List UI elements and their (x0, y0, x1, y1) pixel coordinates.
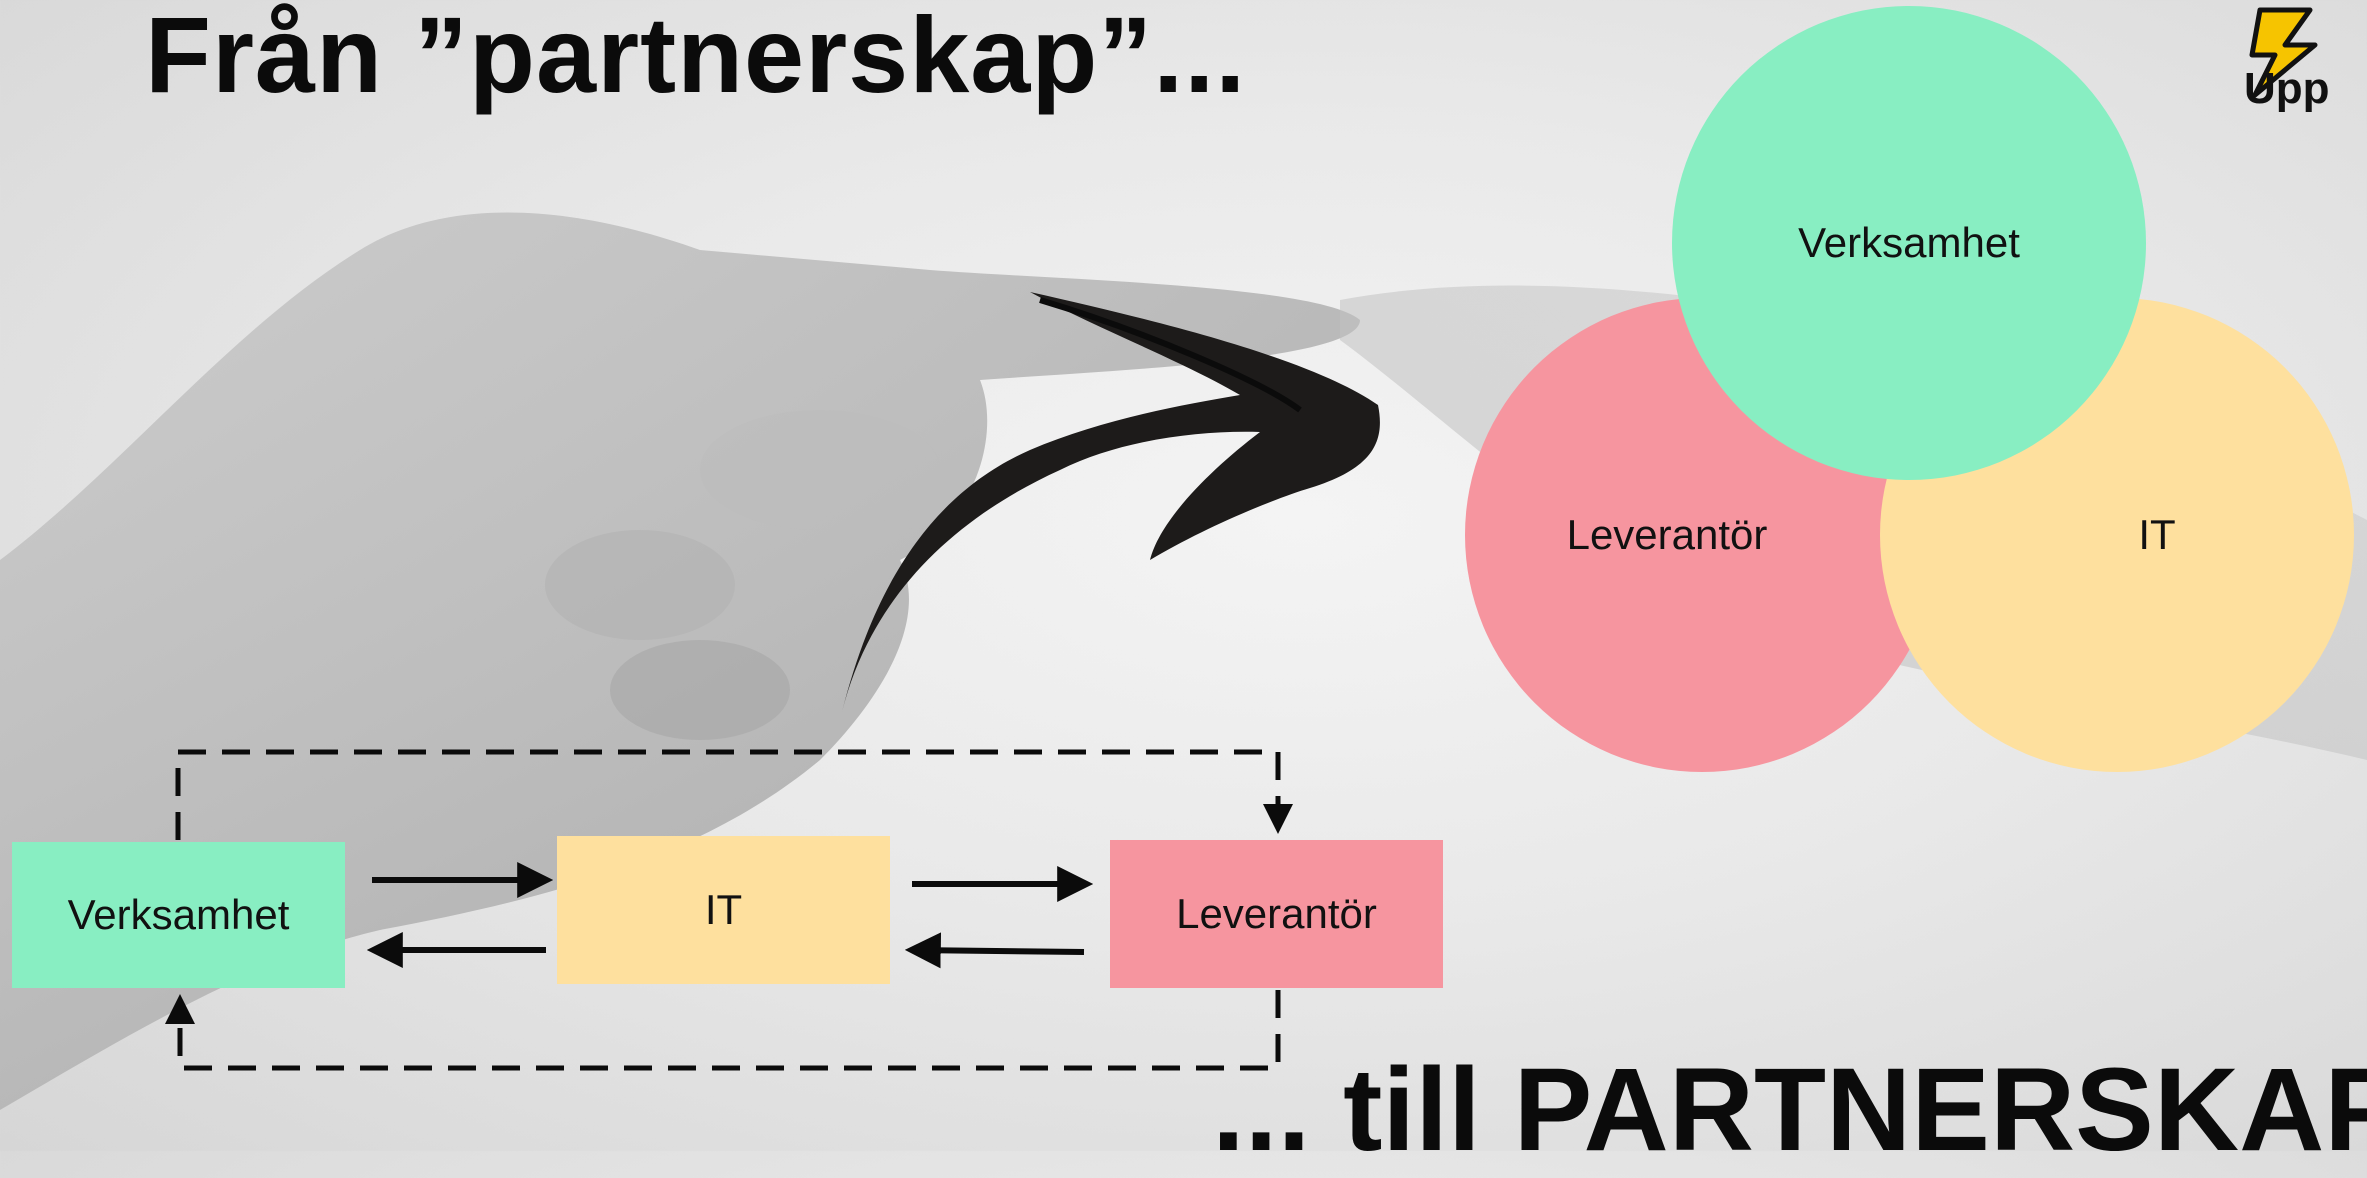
slide-subtitle: ... till PARTNERSKAP! (1212, 1044, 2367, 1176)
brush-arrow-icon (842, 292, 1380, 712)
slide-title: Från ”partnerskap”... (145, 0, 1247, 115)
logo (2240, 0, 2367, 120)
flow-label-verksamhet: Verksamhet (67, 891, 290, 938)
arrow-leverantor-to-it (904, 932, 1085, 969)
dashed-connector-bottom (165, 990, 1281, 1071)
venn-circle-verksamhet: Verksamhet (1672, 6, 2146, 480)
flow-box-verksamhet: Verksamhet (12, 842, 345, 988)
flow-box-it: IT (557, 836, 890, 984)
diagram-connectors (165, 292, 1380, 1071)
flow-label-it: IT (704, 886, 743, 933)
flow-box-leverantor: Leverantör (1110, 840, 1443, 988)
dashed-connector-top (175, 749, 1293, 840)
lightning-logo-icon (2249, 7, 2318, 98)
logo-text: Upp (2244, 64, 2330, 113)
flow-label-leverantor: Leverantör (1176, 890, 1377, 937)
venn-label-leverantor: Leverantör (1566, 511, 1768, 558)
venn-label-it: IT (2138, 511, 2176, 558)
venn-label-verksamhet: Verksamhet (1798, 219, 2020, 266)
